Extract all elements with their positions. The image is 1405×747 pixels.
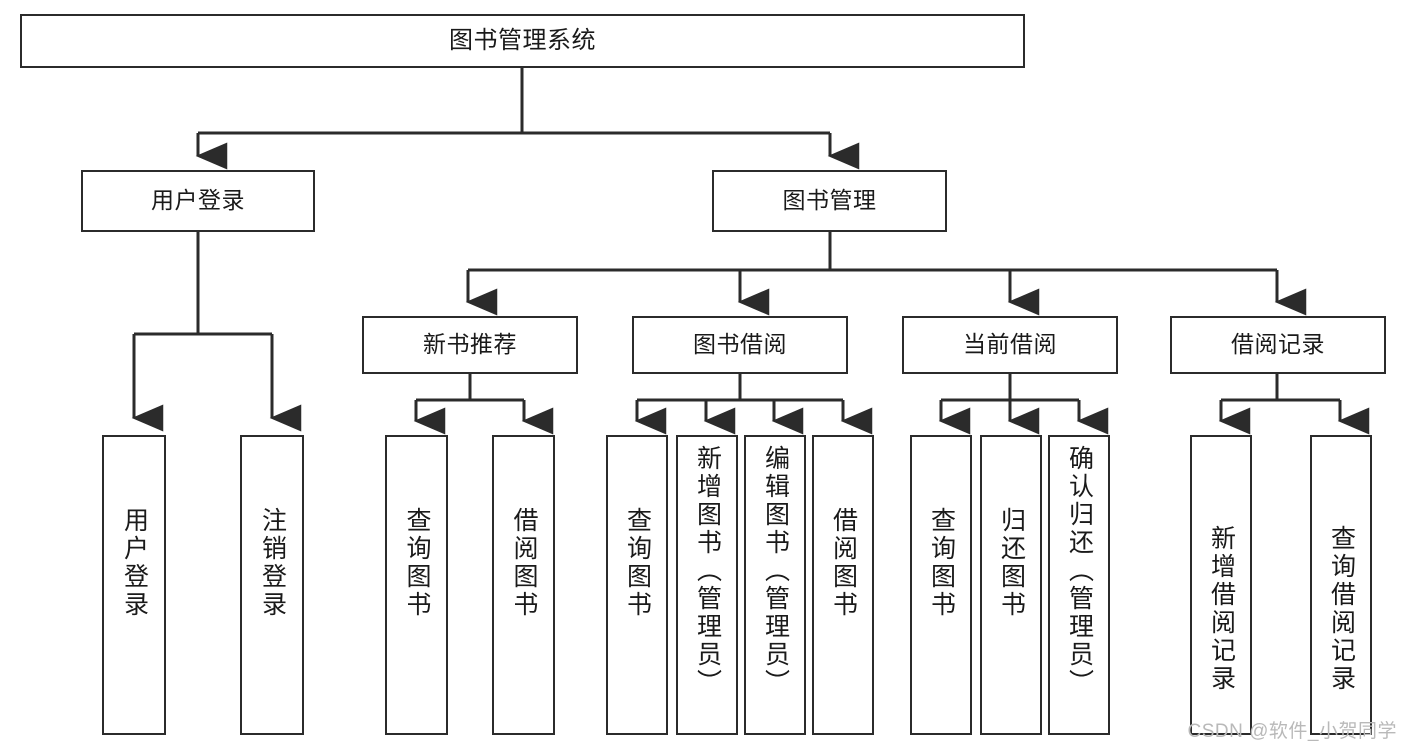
node-label: 新书推荐 xyxy=(423,331,517,358)
node-current-borrow[interactable]: 当前借阅 xyxy=(902,316,1118,374)
leaf-query-borrow-record[interactable]: 查询借阅记录 xyxy=(1310,435,1372,735)
leaf-edit-book-admin[interactable]: 编辑图书（管理员） xyxy=(744,435,806,735)
node-label: 编辑图书（管理员） xyxy=(761,445,790,697)
node-new-book-recommend[interactable]: 新书推荐 xyxy=(362,316,578,374)
node-borrow-record[interactable]: 借阅记录 xyxy=(1170,316,1386,374)
node-label: 借阅图书 xyxy=(510,507,538,619)
node-label: 当前借阅 xyxy=(963,331,1057,358)
node-root-system[interactable]: 图书管理系统 xyxy=(20,14,1025,68)
node-label: 图书管理系统 xyxy=(449,26,596,54)
leaf-query-book-current[interactable]: 查询图书 xyxy=(910,435,972,735)
node-book-borrow[interactable]: 图书借阅 xyxy=(632,316,848,374)
node-label: 新增借阅记录 xyxy=(1207,525,1236,693)
leaf-query-book-borrow[interactable]: 查询图书 xyxy=(606,435,668,735)
node-label: 注销登录 xyxy=(258,507,287,619)
leaf-borrow-book[interactable]: 借阅图书 xyxy=(812,435,874,735)
leaf-add-book-admin[interactable]: 新增图书（管理员） xyxy=(676,435,738,735)
leaf-add-borrow-record[interactable]: 新增借阅记录 xyxy=(1190,435,1252,735)
leaf-query-book-new[interactable]: 查询图书 xyxy=(385,435,448,735)
node-label: 图书管理 xyxy=(782,187,877,214)
node-label: 借阅图书 xyxy=(829,507,858,619)
node-book-management[interactable]: 图书管理 xyxy=(712,170,947,232)
leaf-user-login[interactable]: 用户登录 xyxy=(102,435,166,735)
node-label: 归还图书 xyxy=(997,507,1026,619)
node-label: 查询图书 xyxy=(623,507,652,619)
node-label: 确认归还（管理员） xyxy=(1065,445,1094,697)
leaf-confirm-return-admin[interactable]: 确认归还（管理员） xyxy=(1048,435,1110,735)
node-label: 查询图书 xyxy=(403,507,431,619)
node-label: 查询借阅记录 xyxy=(1327,525,1356,693)
node-label: 借阅记录 xyxy=(1231,331,1325,358)
node-user-login[interactable]: 用户登录 xyxy=(81,170,315,232)
watermark-credit: CSDN @软件_小贺同学 xyxy=(1187,721,1397,742)
node-label: 用户登录 xyxy=(120,507,149,619)
leaf-logout[interactable]: 注销登录 xyxy=(240,435,304,735)
leaf-borrow-book-new[interactable]: 借阅图书 xyxy=(492,435,555,735)
node-label: 用户登录 xyxy=(151,187,245,214)
node-label: 图书借阅 xyxy=(693,331,787,358)
leaf-return-book[interactable]: 归还图书 xyxy=(980,435,1042,735)
node-label: 查询图书 xyxy=(927,507,956,619)
node-label: 新增图书（管理员） xyxy=(693,445,722,697)
